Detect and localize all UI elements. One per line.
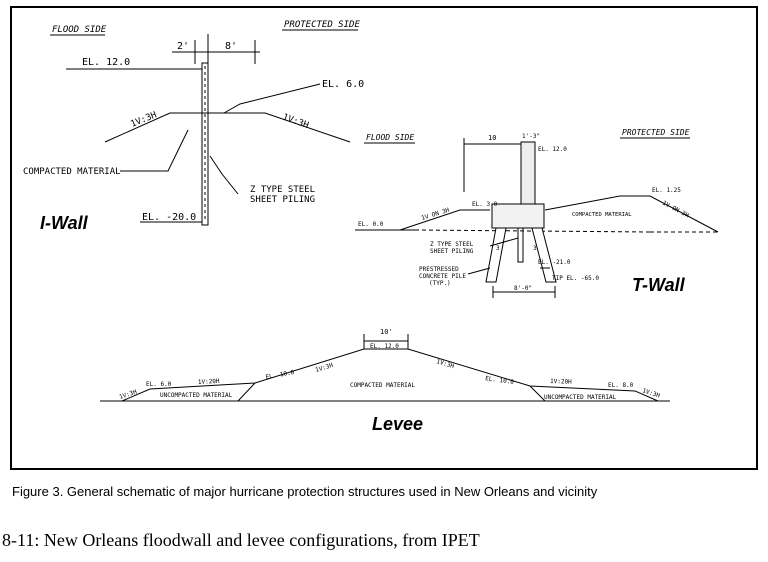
twall-dim-stem: 1'-3" [522, 133, 540, 140]
levee-el-left-toe: EL. 6.0 [146, 381, 172, 388]
twall-dim-bottom: 8'-0" [514, 285, 532, 292]
twall-el-ground: EL. 0.0 [358, 221, 384, 228]
levee-left-core [237, 382, 256, 402]
levee-slope-left-berm: 1V:20H [198, 378, 220, 386]
figure-frame: FLOOD SIDE PROTECTED SIDE 2' 8' EL. 12.0… [10, 6, 758, 470]
figure-caption: Figure 3. General schematic of major hur… [12, 484, 598, 499]
levee-slope-right-berm: 1V:20H [550, 378, 572, 386]
twall-sheet-pile [517, 227, 524, 263]
iwall-compacted-label: COMPACTED MATERIAL [23, 167, 121, 177]
twall-pile-line3: (TYP.) [429, 280, 451, 287]
twall-tip: TIP EL. -65.0 [552, 275, 599, 282]
iwall-protected-side-label: PROTECTED SIDE [284, 20, 360, 30]
twall-piling-line2: SHEET PILING [430, 248, 474, 255]
iwall-embankment [104, 112, 351, 143]
iwall-el-crest: EL. 6.0 [322, 79, 364, 90]
twall-pile-left [485, 227, 507, 283]
page-caption: 8-11: New Orleans floodwall and levee co… [2, 530, 480, 550]
twall-el-left: EL. 3.0 [472, 201, 498, 208]
iwall-piling-line2: SHEET PILING [250, 195, 315, 205]
twall-batter-left: 3 [496, 245, 500, 252]
figure-border [10, 6, 758, 470]
iwall-dim-left: 2' [177, 41, 189, 52]
twall-embankment-left [399, 209, 490, 231]
levee-compacted: COMPACTED MATERIAL [350, 382, 415, 389]
levee-uncompacted-right: UNCOMPACTED MATERIAL [544, 394, 617, 401]
levee-crest-width: 10' [380, 328, 393, 336]
iwall-compacted-leader [120, 129, 189, 172]
iwall-diagram [50, 29, 358, 226]
twall-el-top: EL. 12.0 [538, 146, 567, 153]
twall-compacted-label: COMPACTED MATERIAL [572, 212, 632, 218]
levee-title: Levee [372, 414, 423, 434]
twall-title: T-Wall [632, 275, 686, 295]
iwall-el-tip: EL. -20.0 [142, 212, 196, 223]
levee-uncompacted-left: UNCOMPACTED MATERIAL [160, 392, 233, 399]
twall-base-slab [491, 203, 545, 229]
twall-dim-base: 10 [488, 134, 496, 142]
twall-piling-line1: Z TYPE STEEL [430, 241, 474, 248]
levee-el-right-toe: EL. 8.0 [608, 382, 634, 389]
twall-piling-leader [489, 237, 519, 247]
iwall-dim-right: 8' [225, 41, 237, 52]
twall-pile-line1: PRESTRESSED [419, 266, 459, 273]
iwall-sheet-pile [201, 62, 209, 226]
twall-diagram [355, 137, 720, 298]
twall-batter-right: 3 [533, 245, 537, 252]
iwall-flood-side-label: FLOOD SIDE [52, 25, 107, 35]
iwall-piling-line1: Z TYPE STEEL [250, 185, 315, 195]
levee-crest [363, 340, 409, 350]
iwall-piling-leader [209, 155, 239, 195]
twall-el-pile: EL. -21.0 [538, 259, 571, 266]
levee-right-core [529, 385, 546, 402]
twall-protected-side-label: PROTECTED SIDE [622, 128, 690, 137]
twall-embankment-right [544, 195, 719, 233]
levee-el-crest: EL. 12.0 [370, 343, 399, 350]
levee-diagram [100, 334, 670, 402]
levee-el-left-berm: EL. 10.0 [265, 369, 295, 381]
twall-pile-leader [467, 267, 491, 275]
twall-pile-line2: CONCRETE PILE [419, 273, 466, 280]
levee-el-right-berm: EL. 10.0 [485, 375, 515, 386]
iwall-title: I-Wall [40, 213, 89, 233]
iwall-el6-leader [223, 83, 321, 114]
twall-stem [520, 141, 536, 205]
twall-el-right: EL. 1.25 [652, 187, 681, 194]
twall-flood-side-label: FLOOD SIDE [366, 133, 414, 142]
iwall-el-top: EL. 12.0 [82, 57, 130, 68]
